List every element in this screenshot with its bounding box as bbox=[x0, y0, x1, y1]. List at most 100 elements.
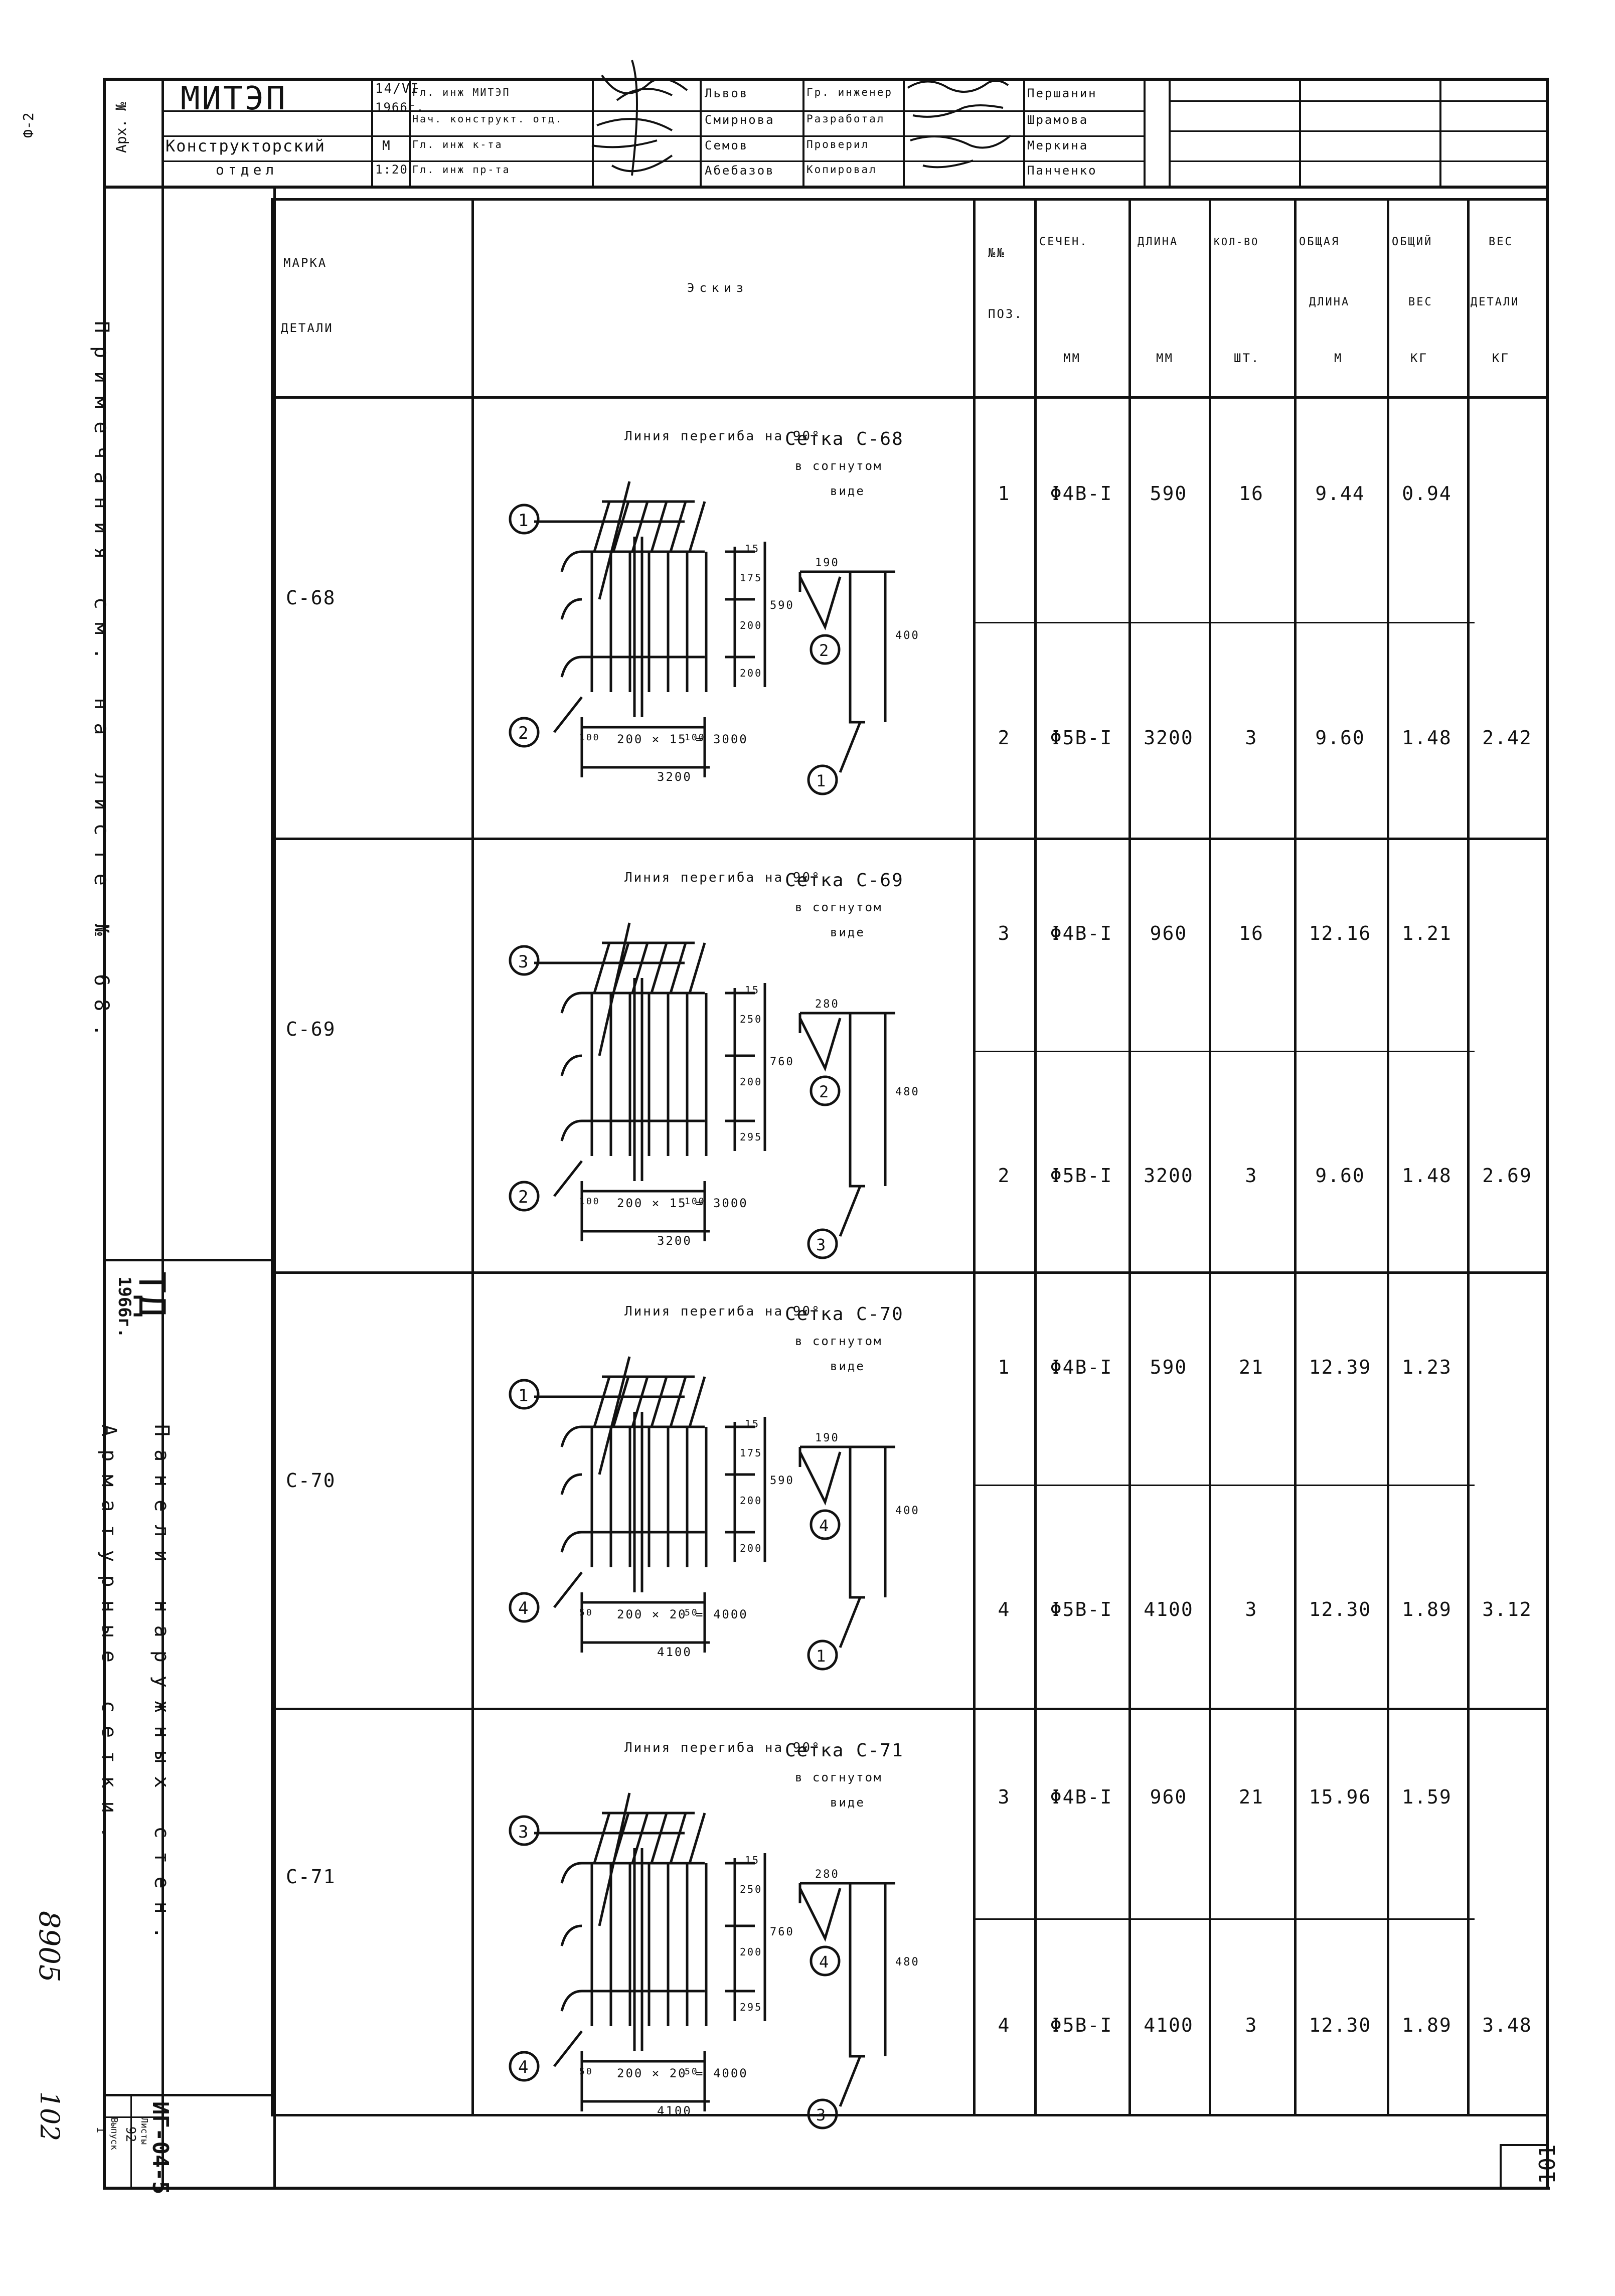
hdr-mark-2: ДЕТАЛИ bbox=[281, 321, 334, 335]
pos-circle-top bbox=[509, 504, 540, 535]
dim-section-height: 400 bbox=[895, 629, 920, 642]
bend-line-label: Линия перегиба на 90° bbox=[624, 870, 821, 885]
cell-total-w: 1.89 bbox=[1402, 2014, 1452, 2036]
dim-span: 200 × 15 = 3000 bbox=[617, 732, 748, 746]
arch-no-label: Арх. № bbox=[113, 102, 129, 153]
pos-circle-section bbox=[810, 634, 841, 665]
dim-overall: 3200 bbox=[657, 1234, 692, 1248]
cell-detail-w: 3.12 bbox=[1482, 1598, 1532, 1620]
mesh-subtitle-1: в согнутом bbox=[795, 900, 883, 914]
cell-len: 3200 bbox=[1144, 727, 1194, 749]
mesh-lines bbox=[534, 1356, 895, 1653]
cell-detail-w: 2.69 bbox=[1482, 1164, 1532, 1187]
pos-circle-section-2 bbox=[807, 1639, 838, 1671]
cell-total-w: 0.94 bbox=[1402, 482, 1452, 505]
dim-edge-right: 100 bbox=[685, 732, 706, 743]
role-right-0: Гр. инженер bbox=[806, 86, 893, 98]
dim-total: 760 bbox=[770, 1056, 794, 1068]
cell-total-len: 15.96 bbox=[1309, 1785, 1372, 1808]
hdr-totlen: ОБЩАЯ bbox=[1299, 236, 1340, 248]
hdr-sec: СЕЧЕН. bbox=[1039, 236, 1088, 248]
pos-top-num: 1 bbox=[518, 511, 530, 531]
dim-section-height: 400 bbox=[895, 1505, 920, 1517]
dim-section-height: 480 bbox=[895, 1956, 920, 1969]
archive-number: 8905 bbox=[33, 1911, 65, 1983]
dim-c: 200 bbox=[740, 1542, 763, 1554]
sketch-mesh-0 bbox=[509, 481, 895, 795]
department-line1: Конструкторский bbox=[166, 136, 326, 155]
mark-c68: С-68 bbox=[286, 587, 336, 609]
cell-qty: 3 bbox=[1245, 1598, 1258, 1620]
cell-total-len: 9.60 bbox=[1315, 727, 1365, 749]
dim-total: 590 bbox=[770, 599, 794, 612]
pos-circle-bottom bbox=[509, 2051, 540, 2082]
dim-section-width: 280 bbox=[815, 1868, 840, 1881]
cell-pos: 1 bbox=[998, 482, 1011, 505]
dim-total: 590 bbox=[770, 1474, 794, 1487]
dim-overall: 3200 bbox=[657, 770, 692, 784]
cell-len: 960 bbox=[1150, 922, 1188, 945]
series-mark: ТД bbox=[131, 1271, 173, 1319]
cell-sec: Φ5В-I bbox=[1050, 1598, 1113, 1620]
hdr-mark-1: МАРКА bbox=[283, 256, 328, 270]
title-line-2: Арматурные сетки. bbox=[97, 1424, 120, 1852]
scale-label: М bbox=[382, 138, 391, 153]
cell-total-len: 9.44 bbox=[1315, 482, 1365, 505]
cell-total-w: 1.48 bbox=[1402, 727, 1452, 749]
dim-total: 760 bbox=[770, 1926, 794, 1938]
section-pos-2: 1 bbox=[816, 1647, 828, 1666]
title-line-1: Панели наружных стен. bbox=[150, 1424, 173, 1952]
cell-total-w: 1.21 bbox=[1402, 922, 1452, 945]
name-right-0: Першанин bbox=[1027, 86, 1097, 100]
name-left-3: Абебазов bbox=[705, 163, 775, 178]
hdr-totlen-2: ДЛИНА bbox=[1309, 296, 1350, 308]
dim-a: 250 bbox=[740, 1013, 763, 1025]
cell-qty: 21 bbox=[1239, 1356, 1264, 1379]
hdr-totw: ОБЩИЙ bbox=[1392, 236, 1433, 248]
mesh-subtitle-1: в согнутом bbox=[795, 459, 883, 473]
pos-top-num: 3 bbox=[518, 952, 530, 972]
dim-b: 200 bbox=[740, 619, 763, 631]
cell-total-w: 1.89 bbox=[1402, 1598, 1452, 1620]
cell-total-w: 1.59 bbox=[1402, 1785, 1452, 1808]
pos-circle-bottom bbox=[509, 1592, 540, 1623]
name-right-2: Меркина bbox=[1027, 138, 1089, 152]
cell-pos: 2 bbox=[998, 1164, 1011, 1187]
mesh-lines bbox=[534, 1792, 895, 2111]
dim-top: 15 bbox=[745, 543, 760, 555]
cell-qty: 3 bbox=[1245, 1164, 1258, 1187]
mark-c70: С-70 bbox=[286, 1469, 336, 1492]
bend-line-label: Линия перегиба на 90° bbox=[624, 1740, 821, 1755]
dim-span: 200 × 20 = 4000 bbox=[617, 2066, 748, 2080]
cell-qty: 21 bbox=[1239, 1785, 1264, 1808]
hdr-pos-1: №№ bbox=[988, 246, 1006, 260]
mesh-subtitle-1: в согнутом bbox=[795, 1334, 883, 1348]
pos-circle-bottom bbox=[509, 1181, 540, 1212]
date1: 14/VI bbox=[375, 81, 420, 96]
dim-edge-left: 50 bbox=[579, 2066, 593, 2077]
department-line2: отдел bbox=[216, 161, 278, 178]
cell-qty: 3 bbox=[1245, 2014, 1258, 2036]
pos-circle-section-2 bbox=[807, 2098, 838, 2129]
mesh-title: Сетка С-70 bbox=[785, 1304, 904, 1325]
section-pos-1: 4 bbox=[819, 1952, 831, 1972]
hdr-totlen-unit: М bbox=[1334, 351, 1343, 365]
bend-line-label: Линия перегиба на 90° bbox=[624, 1304, 821, 1319]
pos-circle-bottom bbox=[509, 717, 540, 748]
role-left-0: Гл. инж МИТЭП bbox=[412, 86, 511, 98]
mesh-title: Сетка С-71 bbox=[785, 1740, 904, 1761]
cell-len: 3200 bbox=[1144, 1164, 1194, 1187]
cell-sec: Φ4В-I bbox=[1050, 482, 1113, 505]
pos-bottom-num: 4 bbox=[518, 2057, 530, 2077]
cell-pos: 2 bbox=[998, 727, 1011, 749]
cell-total-w: 1.23 bbox=[1402, 1356, 1452, 1379]
dim-edge-left: 100 bbox=[579, 732, 600, 743]
pos-circle-top bbox=[509, 1815, 540, 1846]
hdr-len-unit: ММ bbox=[1156, 351, 1174, 365]
cell-len: 590 bbox=[1150, 482, 1188, 505]
dim-edge-right: 50 bbox=[685, 1607, 699, 1618]
date2: 1966г. bbox=[375, 100, 425, 114]
dim-b: 200 bbox=[740, 1946, 763, 1958]
cell-pos: 3 bbox=[998, 922, 1011, 945]
